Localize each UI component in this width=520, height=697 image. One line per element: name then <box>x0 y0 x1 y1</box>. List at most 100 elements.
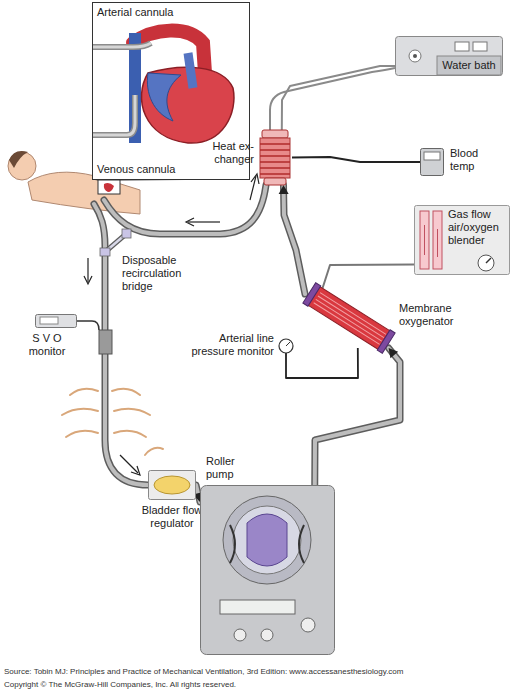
device-label: Membrane oxygenator <box>399 302 469 328</box>
device-shape <box>200 485 335 655</box>
drawing-part <box>264 178 286 185</box>
drawing-part <box>284 185 306 294</box>
device-shape <box>148 470 196 500</box>
drawing-part <box>154 476 190 494</box>
drawing-part <box>415 206 510 275</box>
drawing-part <box>99 330 112 354</box>
drawing-part <box>261 629 273 641</box>
device-label: Venous cannula <box>97 163 207 176</box>
drawing-part <box>9 151 28 168</box>
drawing-part <box>70 389 98 395</box>
drawing-part <box>260 161 290 163</box>
drawing-part <box>282 66 395 130</box>
drawing-part <box>84 276 92 284</box>
drawing-part <box>36 315 77 328</box>
drawing-part <box>87 258 88 282</box>
drawing-part <box>40 317 58 324</box>
drawing-part <box>100 248 110 256</box>
drawing-part <box>62 409 98 415</box>
device-shape <box>35 314 77 328</box>
part-label: Disposable recirculation bridge <box>122 254 206 293</box>
drawing-part <box>147 73 181 121</box>
device-node: Water bath <box>395 36 503 76</box>
drawing-part <box>145 448 163 455</box>
drawing-part <box>314 293 386 345</box>
device-label: Heat ex- changer <box>206 140 254 166</box>
drawing-part <box>122 229 131 238</box>
drawing-part <box>316 299 382 341</box>
drawing-part <box>104 185 266 234</box>
venous-tube <box>94 204 148 485</box>
drawing-part <box>303 283 395 354</box>
tube-connector <box>279 185 305 294</box>
device-node: Membrane oxygenator <box>305 288 393 348</box>
device-node: Gas flow air/oxygen blender <box>414 205 510 275</box>
drawing-part <box>260 173 290 175</box>
drawing-part <box>292 157 420 162</box>
gas-connector <box>323 265 414 289</box>
drawing-part <box>260 138 290 178</box>
drawing-part <box>424 152 440 160</box>
drawing-part <box>230 525 235 563</box>
drawing-part <box>94 204 148 485</box>
drawing-part <box>104 183 114 192</box>
drawing-part <box>262 130 288 138</box>
drawing-part <box>260 155 290 157</box>
drawing-part <box>279 339 293 353</box>
drawing-part <box>149 471 196 500</box>
device-node: Arterial line pressure monitor <box>278 338 294 354</box>
drawing-part <box>437 56 501 75</box>
drawing-part <box>112 389 140 395</box>
drawing-part <box>251 174 259 184</box>
drawing-part <box>314 303 380 345</box>
device-node: Heat ex- changer <box>258 130 292 185</box>
drawing-part <box>473 42 487 51</box>
drawing-part <box>433 211 442 269</box>
drawing-part <box>201 486 335 655</box>
drawing-part <box>114 431 146 437</box>
drawing-part <box>98 180 120 194</box>
device-node: Roller pump <box>200 485 335 655</box>
drawing-part <box>186 218 194 226</box>
device-node: S V O monitor <box>35 314 77 328</box>
drawing-part <box>486 258 491 263</box>
drawing-part <box>233 506 301 574</box>
drawing-part <box>420 211 429 269</box>
arrow-head <box>279 185 289 194</box>
drawing-part <box>188 221 220 222</box>
source-note: Copyright © The McGraw-Hill Companies, I… <box>4 679 516 690</box>
drawing-part <box>286 348 358 378</box>
device-label: Arterial cannula <box>97 6 207 19</box>
recirculation-bridge <box>100 229 131 256</box>
drawing-part <box>286 342 290 346</box>
drawing-part <box>424 225 425 255</box>
drawing-part <box>223 496 311 584</box>
drawing-part <box>301 618 315 632</box>
drawing-part <box>377 330 395 353</box>
drawing-part <box>396 37 503 76</box>
arterial-tube <box>104 185 266 234</box>
drawing-part <box>299 525 304 563</box>
drawing-part <box>66 431 98 437</box>
wire-connector <box>286 348 358 378</box>
device-node: Bladder flow regulator <box>148 470 196 500</box>
device-shape <box>420 148 444 176</box>
drawing-part <box>188 53 193 88</box>
drawing-part <box>93 43 151 47</box>
drawing-part <box>260 144 290 174</box>
drawing-part <box>114 409 150 415</box>
drawing-part <box>247 514 287 566</box>
drawing-part <box>284 185 306 294</box>
drawing-part <box>120 455 138 473</box>
flow-arrows <box>84 174 259 475</box>
drawing-part <box>77 321 99 330</box>
drawing-part <box>8 152 36 180</box>
device-shape <box>258 130 292 185</box>
device-label: Roller pump <box>206 455 248 481</box>
device-label: Arterial line pressure monitor <box>182 332 274 358</box>
drawing-part <box>93 31 234 143</box>
drawing-part <box>93 95 135 135</box>
device-label: Blood temp <box>450 147 486 173</box>
drawing-part <box>260 149 290 151</box>
